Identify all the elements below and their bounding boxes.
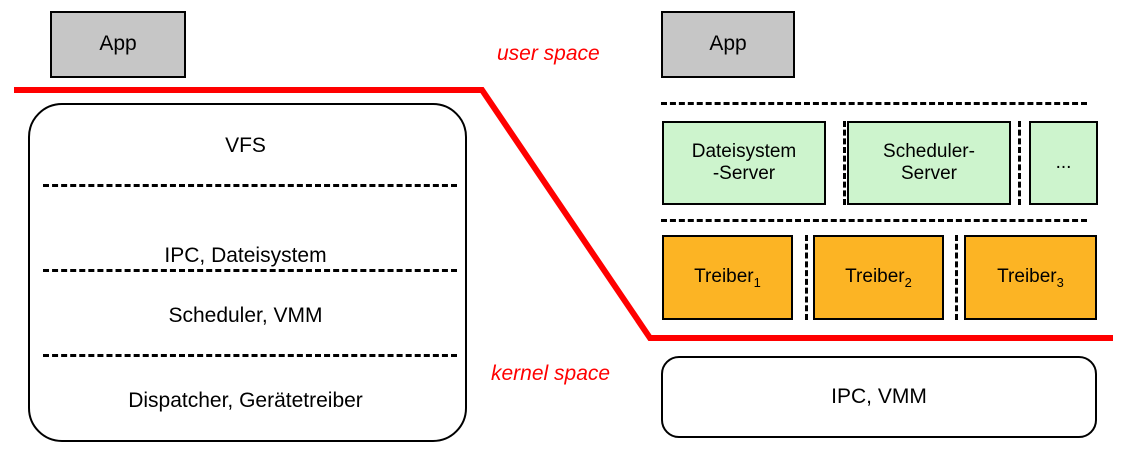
driver-box-treiber-2: Treiber2: [813, 235, 944, 320]
kernel-layer-divider-1: [43, 184, 457, 187]
driver-box-treiber-1: Treiber1: [662, 235, 793, 320]
driver-separator-2: [955, 235, 958, 320]
kernel-layer-divider-3: [43, 354, 457, 357]
server-label-line1: Dateisystem: [691, 140, 797, 162]
server-label-more: ...: [1055, 151, 1072, 173]
user-server-divider-top: [661, 102, 1087, 105]
left-app-label: App: [99, 32, 137, 56]
server-label-line2: Server: [901, 163, 957, 184]
kernel-layer-scheduler-vmm: Scheduler, VMM: [168, 304, 323, 327]
driver-label-treiber-2: Treiber2: [845, 266, 912, 291]
server-driver-divider: [661, 219, 1087, 222]
server-separator-1: [843, 121, 846, 205]
kernel-layer-divider-2: [43, 269, 457, 272]
kernel-space-label: kernel space: [491, 362, 611, 385]
microkernel-base-label: IPC, VMM: [831, 384, 927, 408]
kernel-layer-ipc-dateisystem: IPC, Dateisystem: [164, 244, 327, 267]
driver-label-treiber-3: Treiber3: [997, 266, 1064, 291]
left-app-box: App: [50, 11, 186, 78]
kernel-layer-vfs: VFS: [225, 134, 266, 157]
server-label-line1: Scheduler-: [883, 140, 975, 162]
server-label-dateisystem: Dateisystem -Server: [692, 141, 797, 186]
driver-box-treiber-3: Treiber3: [964, 235, 1097, 320]
server-box-scheduler: Scheduler- Server: [847, 121, 1011, 205]
server-box-dateisystem: Dateisystem -Server: [662, 121, 826, 205]
server-separator-2: [1018, 121, 1021, 205]
user-space-label: user space: [497, 42, 600, 65]
right-app-box: App: [661, 11, 795, 78]
server-label-scheduler: Scheduler- Server: [883, 141, 975, 186]
server-label-line2: -Server: [712, 163, 776, 184]
driver-subscript-3: 3: [1056, 275, 1064, 291]
driver-subscript-2: 2: [904, 275, 912, 291]
microkernel-base-box: IPC, VMM: [661, 356, 1097, 438]
driver-separator-1: [805, 235, 808, 320]
right-app-label: App: [709, 32, 747, 56]
driver-subscript-1: 1: [753, 275, 761, 291]
server-box-more: ...: [1029, 121, 1098, 205]
kernel-layer-dispatcher-geraetetreiber: Dispatcher, Gerätetreiber: [128, 389, 363, 412]
driver-label-treiber-1: Treiber1: [694, 266, 761, 291]
